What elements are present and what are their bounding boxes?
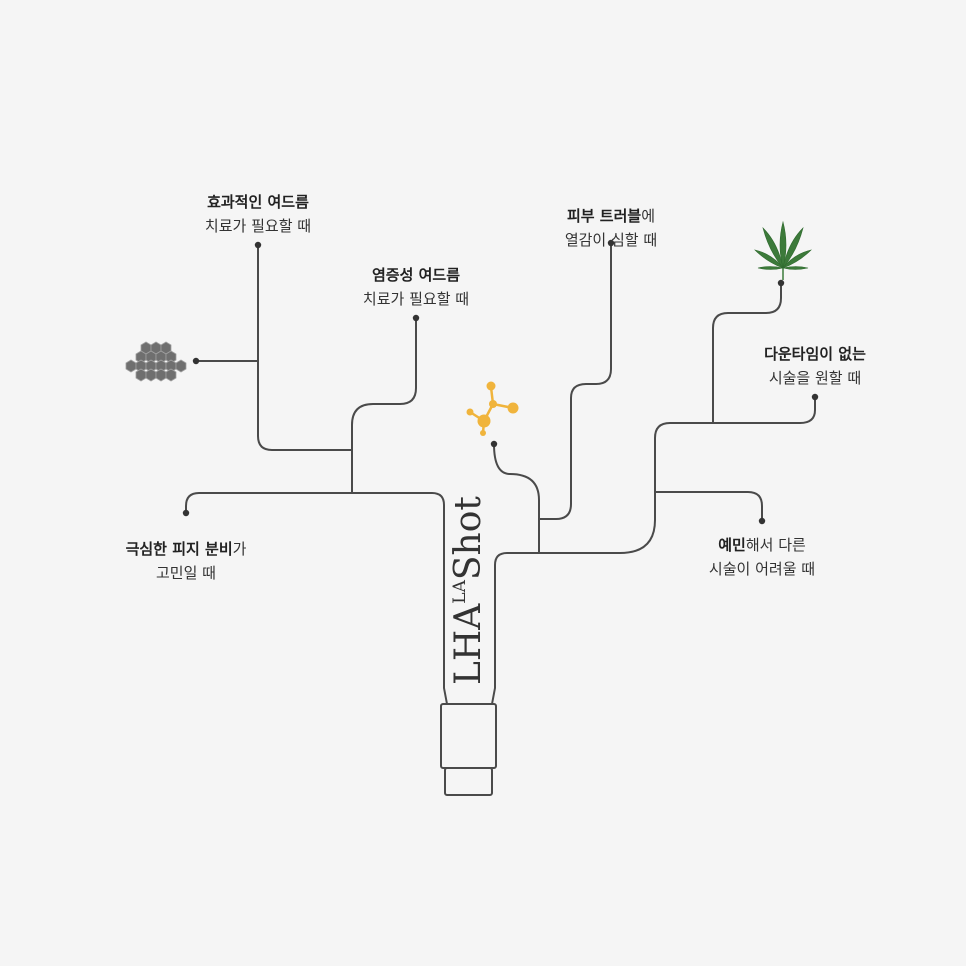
label-skin-trouble-line2: 열감이 심할 때 xyxy=(564,231,658,249)
label-sensitive-bold: 예민 xyxy=(718,536,746,554)
label-sebum-rest: 가 xyxy=(232,540,247,558)
label-sebum: 극심한 피지 분비가 고민일 때 xyxy=(126,537,247,585)
molecule-icon xyxy=(466,381,519,436)
brand-sup: LA xyxy=(450,579,470,603)
label-sensitive: 예민해서 다른 시술이 어려울 때 xyxy=(709,533,815,581)
label-inflammatory-acne-bold: 염증성 여드름 xyxy=(371,266,461,284)
brand-logo: LHALAShot xyxy=(448,496,489,685)
branch-center-left xyxy=(351,449,387,494)
bottle-cap-top xyxy=(440,703,497,769)
dot-sebum xyxy=(182,509,190,517)
branch-skin-trouble xyxy=(538,243,612,520)
label-skin-trouble-bold: 피부 트러블 xyxy=(566,207,642,225)
trunk-right-outline xyxy=(491,396,816,705)
dot-sensitive xyxy=(758,517,766,525)
brand-main-b: Shot xyxy=(448,496,489,581)
trunk-left-outline xyxy=(385,492,448,705)
dot-leaf xyxy=(777,279,785,287)
label-sebum-line2: 고민일 때 xyxy=(156,564,216,582)
dot-no-downtime xyxy=(811,393,819,401)
label-effective-acne-line2: 치료가 필요할 때 xyxy=(204,217,312,235)
dot-effective-acne xyxy=(254,241,262,249)
branch-leaf xyxy=(712,283,782,424)
branch-molecule xyxy=(493,443,540,554)
branch-sensitive xyxy=(654,491,763,521)
dot-skin-trouble xyxy=(607,239,615,247)
bottle-cap-bottom xyxy=(444,767,493,796)
branch-sebum xyxy=(185,492,387,513)
brand-main-a: LHA xyxy=(448,603,489,685)
dot-honeycomb xyxy=(192,357,200,365)
dot-molecule xyxy=(490,440,498,448)
label-skin-trouble-rest: 에 xyxy=(641,207,656,225)
label-effective-acne-bold: 효과적인 여드름 xyxy=(207,193,309,211)
label-no-downtime-line2: 시술을 원할 때 xyxy=(768,369,862,387)
honeycomb-icon xyxy=(125,341,187,382)
label-effective-acne: 효과적인 여드름 치료가 필요할 때 xyxy=(205,190,311,238)
label-sebum-bold: 극심한 피지 분비 xyxy=(125,540,233,558)
label-sensitive-line2: 시술이 어려울 때 xyxy=(708,560,816,578)
label-skin-trouble: 피부 트러블에 열감이 심할 때 xyxy=(565,204,657,252)
label-sensitive-rest: 해서 다른 xyxy=(745,536,806,554)
label-inflammatory-acne-line2: 치료가 필요할 때 xyxy=(362,290,470,308)
label-no-downtime: 다운타임이 없는 시술을 원할 때 xyxy=(764,342,866,390)
label-inflammatory-acne: 염증성 여드름 치료가 필요할 때 xyxy=(363,263,469,311)
branch-effective-acne xyxy=(257,245,417,451)
label-no-downtime-bold: 다운타임이 없는 xyxy=(764,345,866,363)
cannabis-leaf-icon xyxy=(754,220,812,280)
dot-inflammatory-acne xyxy=(412,314,420,322)
